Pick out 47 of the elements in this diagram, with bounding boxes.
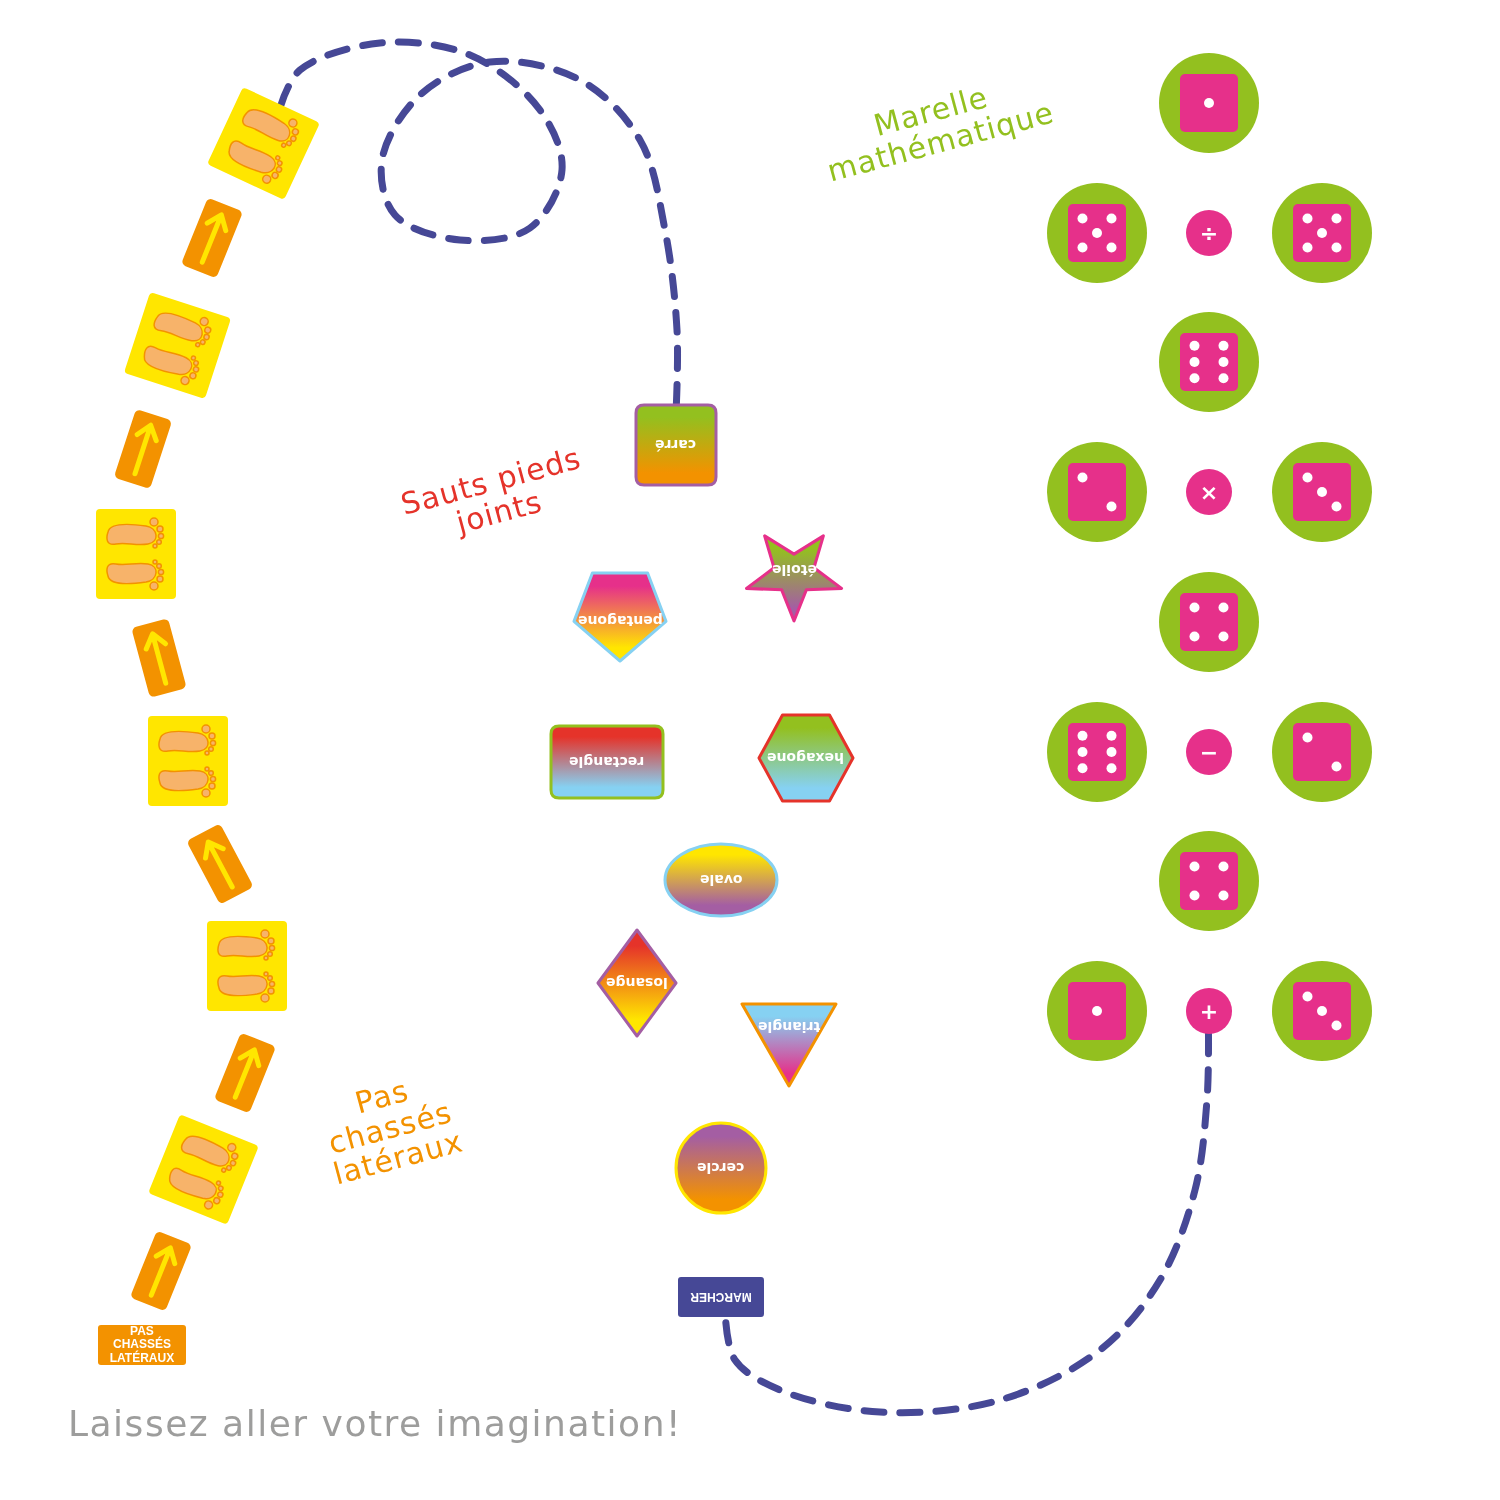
section-heading: Pas chassés latéraux bbox=[323, 1071, 468, 1194]
square-shape-tile bbox=[551, 726, 663, 798]
operator-circle bbox=[1186, 469, 1232, 515]
dice-circle bbox=[1159, 831, 1259, 931]
operator-sign: ÷ bbox=[1199, 220, 1219, 246]
shape-label: ovale bbox=[699, 872, 743, 888]
shape-label: étoile bbox=[771, 562, 817, 578]
square-shape-tile bbox=[636, 405, 716, 485]
shape-label: cercle bbox=[697, 1160, 745, 1176]
diamond-shape-tile bbox=[598, 930, 676, 1036]
operator-circle bbox=[1186, 988, 1232, 1034]
footprints-tile bbox=[96, 509, 176, 599]
dice-circle bbox=[1272, 702, 1372, 802]
shape-label: pentagone bbox=[577, 613, 663, 629]
shape-label: hexagone bbox=[767, 750, 845, 766]
dice-circle bbox=[1159, 312, 1259, 412]
dice-circle bbox=[1272, 442, 1372, 542]
dice-circle bbox=[1159, 572, 1259, 672]
shape-label: carré bbox=[655, 437, 697, 453]
shape-label: losange bbox=[606, 975, 668, 991]
dice-circle bbox=[1272, 183, 1372, 283]
sign-tag bbox=[678, 1277, 764, 1317]
operator-circle bbox=[1186, 210, 1232, 256]
shape-label: triangle bbox=[757, 1019, 821, 1035]
operator-sign: × bbox=[1199, 479, 1219, 505]
footprints-tile bbox=[148, 716, 228, 806]
operator-circle bbox=[1186, 729, 1232, 775]
dice-circle bbox=[1159, 53, 1259, 153]
dice-circle bbox=[1047, 442, 1147, 542]
dice-circle bbox=[1047, 702, 1147, 802]
pentagon-shape-tile bbox=[574, 573, 666, 661]
tag-label: MARCHER bbox=[689, 1290, 753, 1304]
shape-label: rectangle bbox=[569, 754, 645, 770]
triangle-shape-tile bbox=[742, 1004, 836, 1086]
oval-shape-tile bbox=[665, 844, 777, 916]
hexagon-shape-tile bbox=[759, 715, 853, 801]
dice-circle bbox=[1047, 183, 1147, 283]
footprints-tile bbox=[207, 921, 287, 1011]
operator-sign: + bbox=[1199, 998, 1219, 1024]
section-heading: Sauts pieds joints bbox=[396, 440, 586, 542]
operator-sign: − bbox=[1199, 739, 1219, 765]
oval-shape-tile bbox=[676, 1123, 766, 1213]
footer-note: Laissez aller votre imagination! bbox=[68, 1405, 683, 1443]
sign-tag bbox=[98, 1325, 186, 1365]
dice-circle bbox=[1047, 961, 1147, 1061]
tag-label: PAS CHASSÉS LATÉRAUX bbox=[108, 1325, 176, 1365]
dice-circle bbox=[1272, 961, 1372, 1061]
